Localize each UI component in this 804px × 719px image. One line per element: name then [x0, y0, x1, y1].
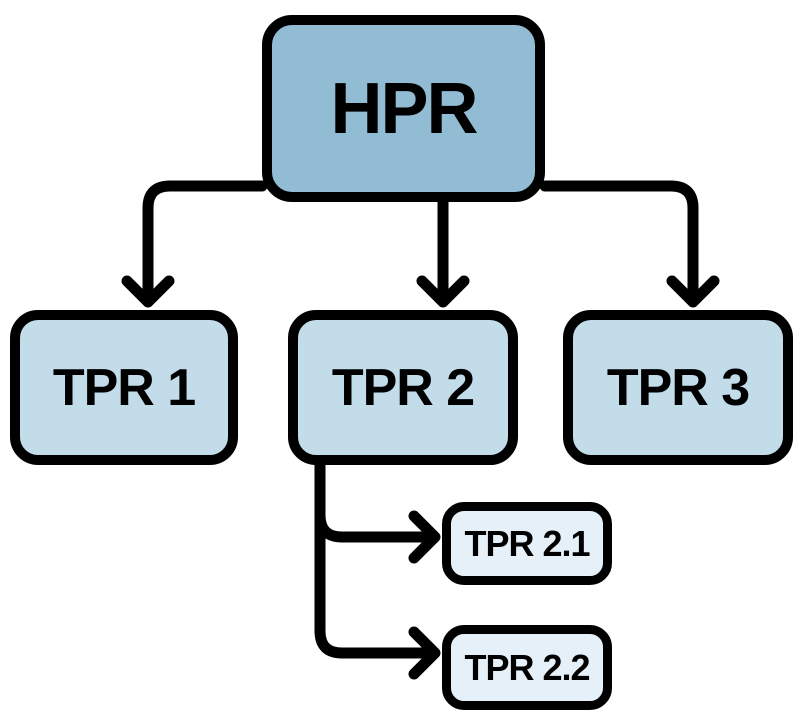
edge-tpr2-tpr21 [314, 452, 441, 564]
node-tpr-2-2: TPR 2.2 [442, 625, 612, 710]
edge-tpr2-tpr22 [314, 452, 441, 680]
node-hpr-label: HPR [330, 68, 478, 149]
node-tpr-3: TPR 3 [563, 310, 793, 465]
arrowhead-down-icon [416, 275, 470, 308]
edge-hpr-tpr1 [121, 180, 268, 308]
node-tpr-2-label: TPR 2 [331, 358, 475, 417]
node-tpr-2-2-label: TPR 2.2 [464, 646, 590, 688]
node-hpr: HPR [262, 15, 545, 202]
edge-hpr-tpr3 [539, 180, 720, 308]
node-tpr-2-1-label: TPR 2.1 [464, 522, 590, 564]
arrowhead-right-icon [408, 510, 441, 564]
node-tpr-2-1: TPR 2.1 [442, 502, 612, 585]
node-tpr-1: TPR 1 [10, 310, 238, 465]
node-tpr-2: TPR 2 [288, 310, 518, 465]
arrowhead-right-icon [408, 626, 441, 680]
arrowhead-down-icon [121, 275, 175, 308]
edge-hpr-tpr2 [416, 192, 470, 308]
node-tpr-3-label: TPR 3 [606, 358, 750, 417]
node-tpr-1-label: TPR 1 [52, 358, 196, 417]
arrowhead-down-icon [666, 275, 720, 308]
